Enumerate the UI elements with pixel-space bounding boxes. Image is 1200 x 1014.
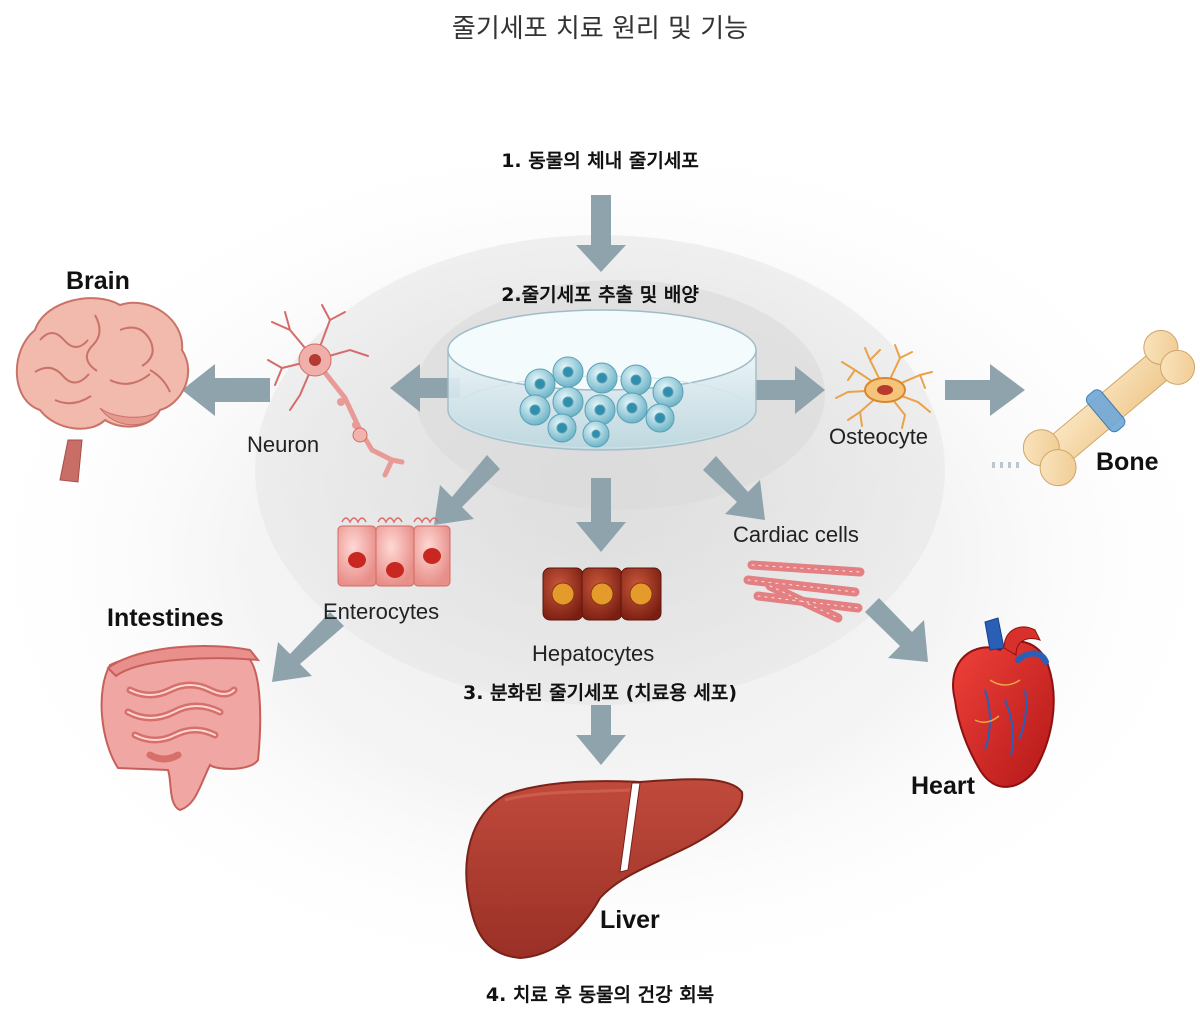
heart-illustration (952, 617, 1055, 788)
arrow-hepatocytes-to-liver (576, 705, 626, 765)
arrow-step1-to-step2 (576, 195, 626, 272)
bone-label: Bone (1096, 448, 1159, 476)
osteocyte-label: Osteocyte (829, 424, 929, 449)
brain-label: Brain (66, 267, 130, 295)
arrow-neuron-to-brain (182, 364, 270, 416)
arrow-cardiac-to-heart (865, 598, 928, 662)
arrows (182, 195, 1025, 765)
neuron-label: Neuron (247, 432, 320, 457)
hepatocytes-illustration (542, 567, 662, 621)
stem-cells (519, 356, 684, 448)
petri-dish (447, 309, 757, 451)
brain-illustration (15, 297, 190, 483)
step-3-label: 3. 분화된 줄기세포 (치료용 세포) (462, 682, 738, 704)
step-4-label: 4. 치료 후 동물의 건강 회복 (485, 984, 715, 1006)
hepatocytes-label: Hepatocytes (532, 641, 655, 666)
arrow-dish-to-neuron (390, 364, 460, 412)
arrow-enterocytes-to-intestines (272, 612, 344, 682)
enterocytes-illustration (337, 517, 451, 587)
liver-label: Liver (600, 906, 660, 934)
intestines-illustration (100, 645, 262, 812)
bone-illustration (992, 329, 1196, 487)
neuron-illustration (267, 304, 405, 478)
step-2-label: 2.줄기세포 추출 및 배양 (501, 284, 699, 306)
arrow-dish-to-osteocyte (755, 366, 825, 414)
heart-label: Heart (911, 772, 975, 800)
arrow-dish-to-enterocytes (434, 455, 500, 525)
cardiac-cells-illustration (743, 560, 865, 623)
arrow-dish-to-cardiac (703, 456, 765, 520)
intestines-label: Intestines (107, 604, 224, 632)
arrow-osteocyte-to-bone (945, 364, 1025, 416)
arrow-dish-to-hepatocytes (576, 478, 626, 552)
liver-illustration (465, 778, 744, 960)
osteocyte-illustration (835, 344, 933, 429)
step-1-label: 1. 동물의 체내 줄기세포 (501, 150, 699, 172)
diagram-title: 줄기세포 치료 원리 및 기능 (451, 14, 749, 44)
enterocytes-label: Enterocytes (323, 599, 440, 624)
cardiac-cells-label: Cardiac cells (733, 522, 859, 547)
